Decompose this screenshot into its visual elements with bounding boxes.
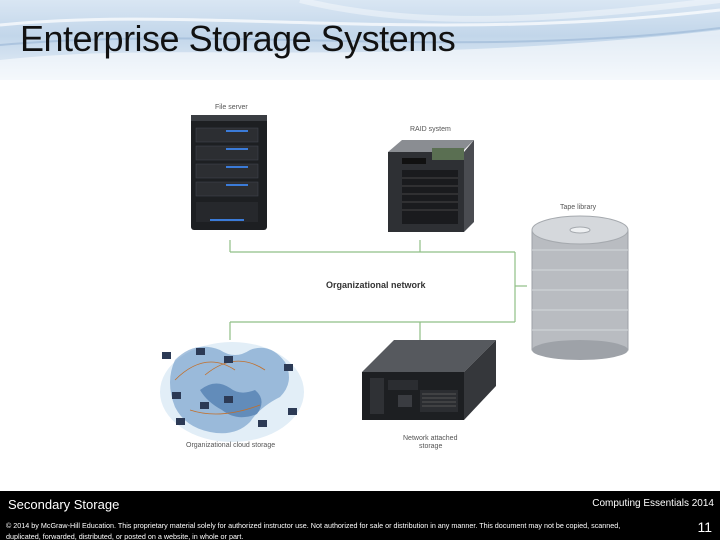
footer-book-title: Computing Essentials 2014 [592,498,714,509]
slide-header: Enterprise Storage Systems [0,0,720,80]
cloud-storage-map-icon [160,342,304,442]
page-number: 11 [697,519,712,535]
raid-system-icon [388,140,474,232]
raid-system-label: RAID system [410,126,451,133]
enterprise-storage-diagram: File server RAID system Tape library Org… [160,104,629,450]
nas-label-line1: Network attached [403,435,458,442]
file-server-icon [191,115,267,230]
header-swoosh-decoration [0,0,720,80]
footer-section-title: Secondary Storage [8,497,120,512]
slide-title: Enterprise Storage Systems [20,18,456,59]
cloud-storage-label: Organizational cloud storage [186,442,275,449]
network-connection-lines [229,240,527,340]
copyright-notice: © 2014 by McGraw-Hill Education. This pr… [6,521,621,541]
slide-footer: Secondary Storage Computing Essentials 2… [0,491,720,541]
tape-library-icon [531,215,629,360]
network-attached-storage-icon [362,340,496,420]
nas-label-line2: storage [419,443,442,450]
organizational-network-label: Organizational network [326,280,427,290]
tape-library-label: Tape library [560,204,597,211]
file-server-label: File server [215,104,248,111]
